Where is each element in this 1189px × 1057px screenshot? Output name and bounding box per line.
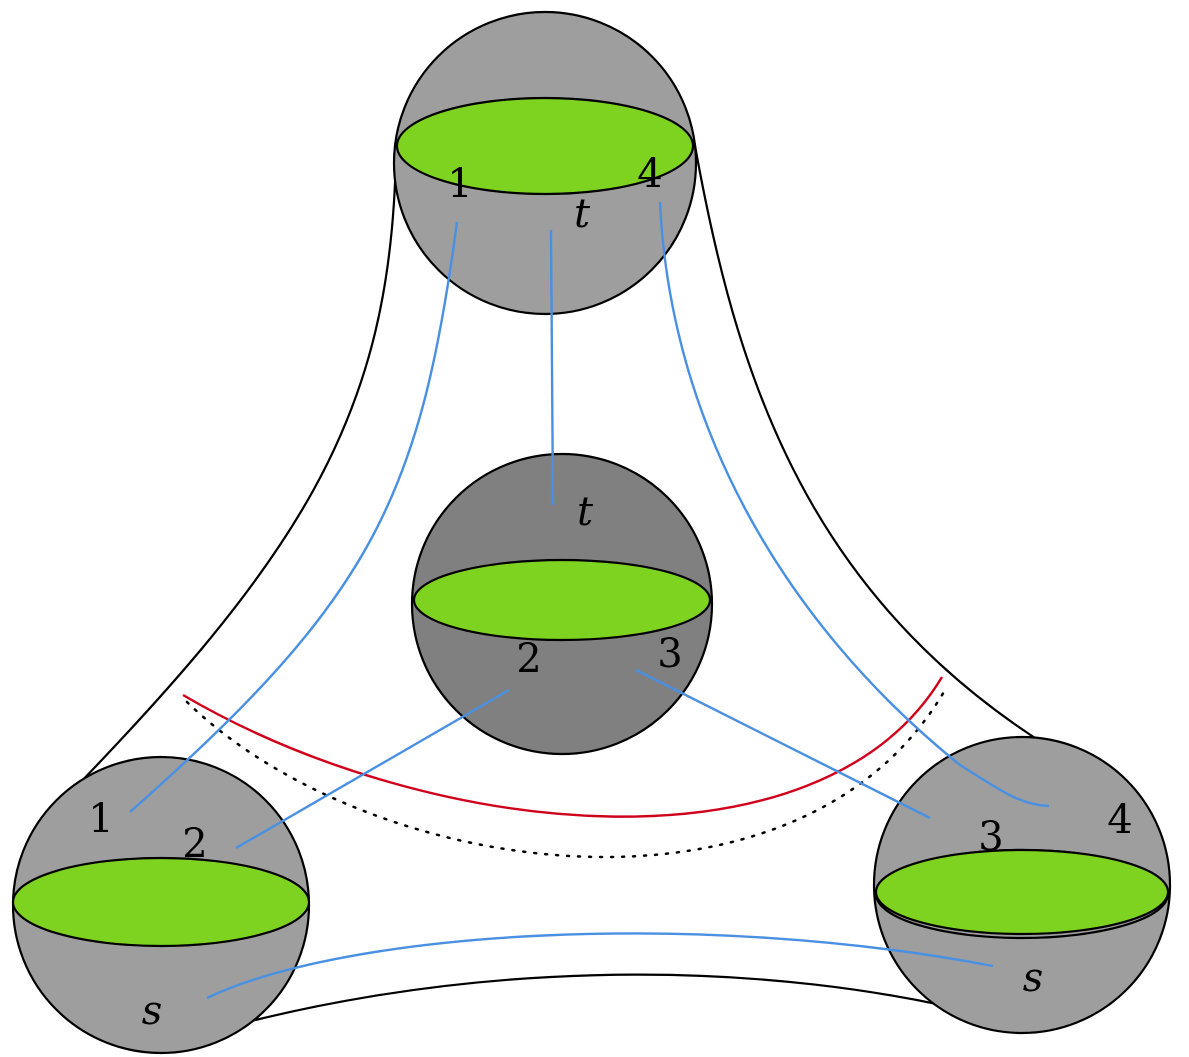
surface-right-boundary xyxy=(692,139,1136,796)
label-top-1: 1 xyxy=(447,161,472,207)
label-right-4: 4 xyxy=(1107,797,1132,843)
blue-path-2 xyxy=(235,688,510,850)
red-curve xyxy=(182,676,944,818)
blue-path-s xyxy=(206,932,994,1000)
center-sphere-disk xyxy=(412,558,712,642)
left-sphere xyxy=(11,755,311,1055)
surface-left-boundary xyxy=(37,149,398,827)
label-left-1: 1 xyxy=(88,796,113,842)
top-sphere xyxy=(392,10,698,316)
blue-path-t xyxy=(549,229,555,506)
top-sphere-disk xyxy=(395,96,695,196)
center-sphere xyxy=(410,452,714,756)
label-center-3: 3 xyxy=(657,631,682,677)
dotted-curve xyxy=(185,688,947,859)
label-top-4: 4 xyxy=(637,151,662,197)
label-center-2: 2 xyxy=(516,636,541,682)
surface-bottom-boundary xyxy=(159,973,1023,1049)
label-left-2: 2 xyxy=(182,821,207,867)
blue-path-4 xyxy=(658,201,1050,808)
label-right-3: 3 xyxy=(978,814,1003,860)
label-center-t: t xyxy=(577,489,594,535)
blue-path-3 xyxy=(635,668,931,820)
left-sphere-disk xyxy=(11,856,311,948)
label-right-s: s xyxy=(1023,955,1044,1001)
blue-path-1 xyxy=(129,221,459,813)
label-top-t: t xyxy=(574,191,591,237)
label-left-s: s xyxy=(142,988,163,1034)
